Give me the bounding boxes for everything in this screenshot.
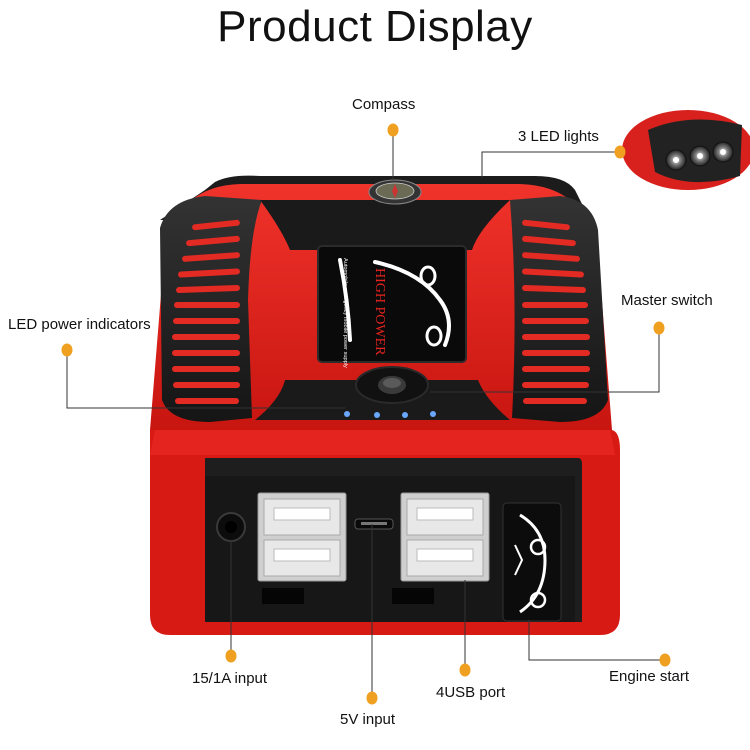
callout-engine-start: Engine start: [609, 668, 690, 685]
brand-tagline: Automobile emergency mobile power supply: [342, 258, 348, 368]
brand-screen: HIGH POWER Automobile emergency mobile p…: [317, 245, 467, 368]
right-rubber-grip: [510, 196, 608, 422]
led-power-indicators: [344, 411, 436, 418]
page-title: Product Display: [217, 2, 533, 51]
master-switch-button[interactable]: [355, 366, 429, 404]
marker-engine-start: [659, 653, 671, 667]
jump-starter-device: HIGH POWER Automobile emergency mobile p…: [150, 175, 620, 635]
marker-5v-input: [366, 691, 378, 705]
callout-usb-port: 4USB port: [436, 684, 506, 701]
brand-name: HIGH POWER: [372, 268, 387, 356]
marker-led-indicators: [61, 343, 73, 357]
callout-led-indicators: LED power indicators: [8, 316, 151, 333]
dc-input-jack[interactable]: [216, 512, 246, 542]
engine-start-socket[interactable]: [502, 502, 562, 622]
led-lights-inset: [622, 110, 750, 190]
callout-compass: Compass: [352, 96, 416, 113]
marker-15v-input: [225, 649, 237, 663]
compass-icon: [368, 179, 422, 205]
callout-15v-input: 15/1A input: [192, 670, 268, 687]
callout-leader-lines: [66, 130, 665, 698]
marker-compass: [387, 123, 399, 137]
marker-master-switch: [653, 321, 665, 335]
marker-led-lights: [614, 145, 626, 159]
callout-master-switch: Master switch: [621, 292, 713, 309]
left-rubber-grip: [160, 196, 262, 422]
callout-led-lights: 3 LED lights: [518, 128, 599, 145]
micro-usb-input[interactable]: [354, 518, 394, 530]
usb-port-group-right[interactable]: [400, 492, 490, 582]
usb-port-group-left[interactable]: [257, 492, 347, 582]
callout-markers: [61, 123, 671, 705]
callout-5v-input: 5V input: [340, 711, 396, 728]
marker-usb-port: [459, 663, 471, 677]
